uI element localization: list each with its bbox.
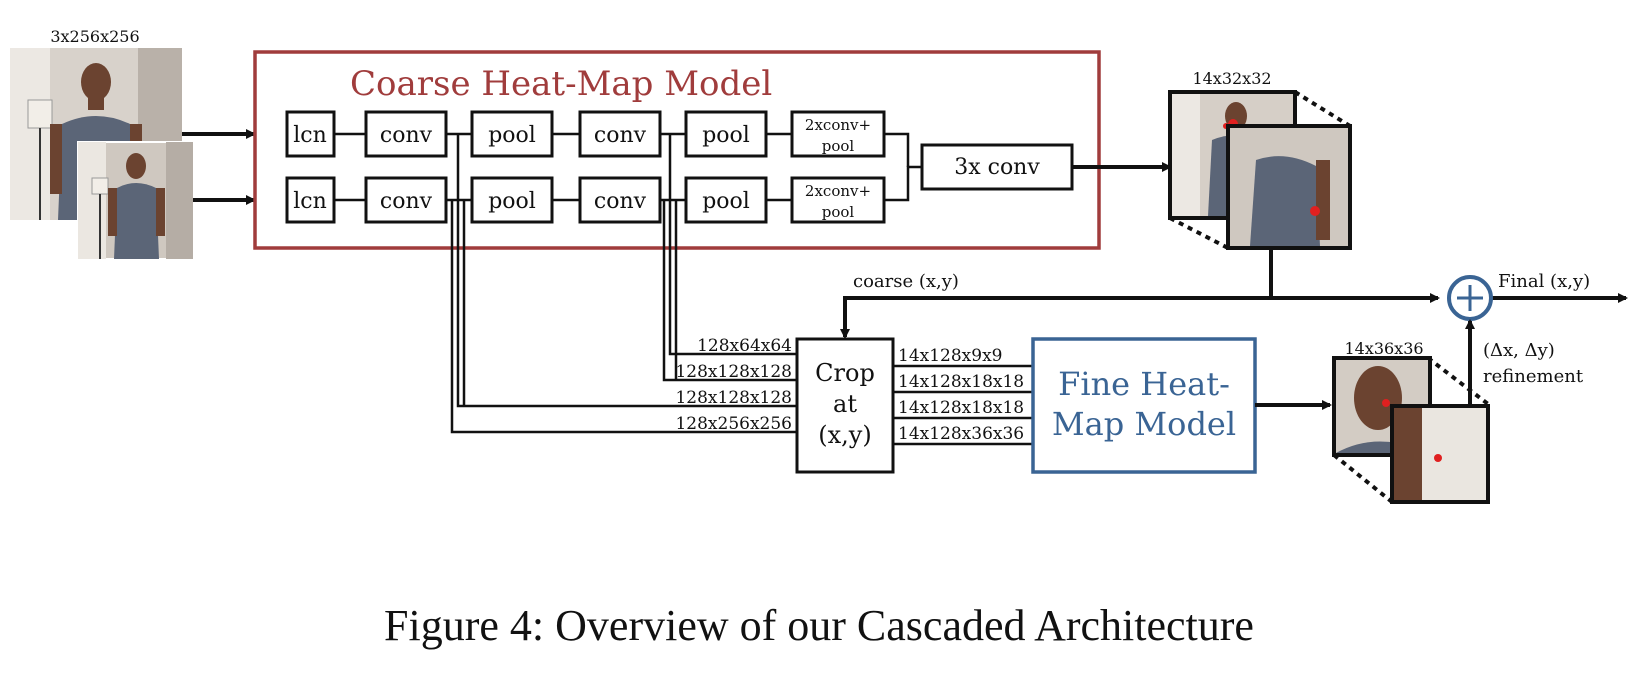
pool2-box-bottom	[684, 176, 768, 224]
figure-caption: Figure 4: Overview of our Cascaded Archi…	[384, 601, 1254, 650]
pool1-label-bottom: pool	[488, 189, 536, 214]
merge-conv-label: 3x conv	[954, 155, 1040, 180]
lcn-label-bottom: lcn	[293, 189, 327, 214]
conv1-box-bottom	[364, 176, 448, 224]
sum-node	[1447, 275, 1493, 321]
pool2-label-top: pool	[702, 123, 750, 148]
conv2-box-top	[578, 110, 662, 158]
pool1-box-bottom	[470, 176, 554, 224]
conv1-label-top: conv	[380, 123, 433, 148]
fine-model-label-line2: Map Model	[1052, 405, 1236, 443]
conv2-box-bottom	[578, 176, 662, 224]
crop-output-wires	[893, 364, 1033, 446]
conv-pool-label-top-1: 2xconv+	[805, 116, 871, 134]
crop-input-label-3: 128x128x128	[675, 388, 792, 408]
coarse-top-row: lcn conv pool conv pool 2xconv+ pool	[285, 110, 886, 158]
crop-input-label-2: 128x128x128	[675, 362, 792, 382]
refinement-label-line2: refinement	[1483, 366, 1584, 387]
crop-output-label-4: 14x128x36x36	[898, 424, 1024, 444]
coarse-model-title: Coarse Heat-Map Model	[350, 64, 772, 104]
conv2-label-bottom: conv	[594, 189, 647, 214]
feature-tap-wires	[450, 134, 797, 434]
conv-pool-label-top-2: pool	[822, 137, 855, 155]
input-size-label: 3x256x256	[50, 27, 139, 46]
fine-heatmap-crop	[1390, 404, 1490, 504]
crop-label-line3: (x,y)	[818, 421, 871, 449]
refinement-label-line1: (Δx, Δy)	[1483, 340, 1555, 361]
conv-pool-box-top	[790, 110, 886, 158]
conv-pool-label-bottom-2: pool	[822, 203, 855, 221]
lcn-label-top: lcn	[293, 123, 327, 148]
crop-input-label-4: 128x256x256	[675, 414, 792, 434]
pool1-label-top: pool	[488, 123, 536, 148]
coarse-bottom-row: lcn conv pool conv pool 2xconv+ pool	[285, 176, 886, 224]
conv-pool-label-bottom-1: 2xconv+	[805, 182, 871, 200]
merge-conv-box	[920, 143, 1074, 191]
crop-box	[795, 337, 895, 474]
final-xy-label: Final (x,y)	[1498, 271, 1590, 292]
fine-output-size-label: 14x36x36	[1344, 339, 1423, 358]
pool2-box-top	[684, 110, 768, 158]
coarse-output-size-label: 14x32x32	[1192, 69, 1271, 88]
crop-output-label-2: 14x128x18x18	[898, 372, 1024, 392]
conv2-label-top: conv	[594, 123, 647, 148]
crop-label-line1: Crop	[815, 359, 875, 387]
fine-model-box	[1031, 337, 1257, 474]
crop-input-label-1: 128x64x64	[697, 336, 792, 356]
pool2-label-bottom: pool	[702, 189, 750, 214]
feature-tap-wires-inner	[462, 200, 678, 406]
coarse-xy-label: coarse (x,y)	[853, 271, 959, 292]
fine-model-label-line1: Fine Heat-	[1058, 365, 1230, 403]
crop-output-label-3: 14x128x18x18	[898, 398, 1024, 418]
input-image-half	[77, 141, 194, 260]
lcn-box-top	[285, 110, 336, 158]
crop-output-label-1: 14x128x9x9	[898, 346, 1002, 366]
conv1-box-top	[364, 110, 448, 158]
conv1-label-bottom: conv	[380, 189, 433, 214]
lcn-box-bottom	[285, 176, 336, 224]
crop-label-line2: at	[833, 390, 857, 418]
conv-pool-box-bottom	[790, 176, 886, 224]
coarse-heatmap-crop	[1226, 124, 1352, 250]
pool1-box-top	[470, 110, 554, 158]
